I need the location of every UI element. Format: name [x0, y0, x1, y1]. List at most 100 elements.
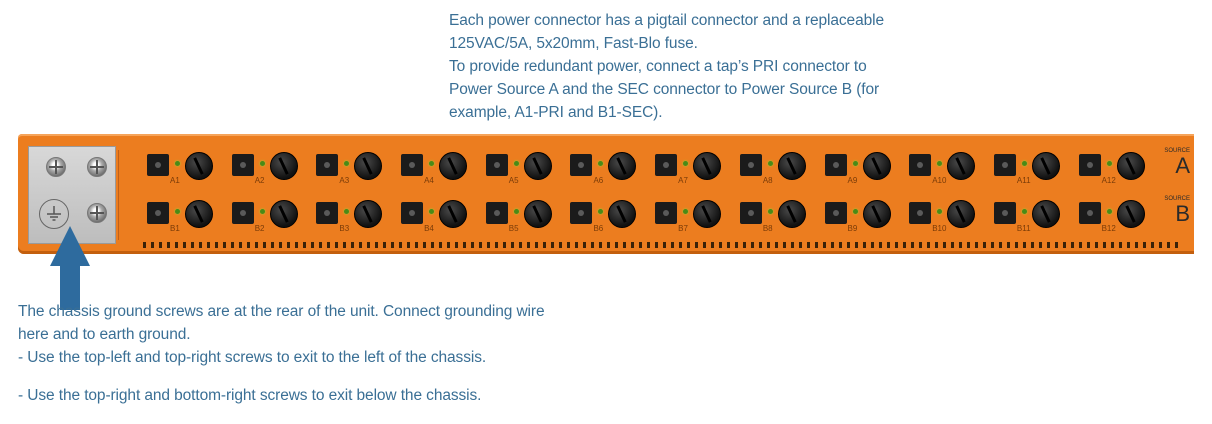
fuse-holder — [947, 152, 976, 180]
fuse-holder — [185, 200, 213, 228]
pigtail-connector — [1078, 154, 1101, 176]
status-led-icon — [852, 209, 858, 214]
power-outlet-unit: B9 — [821, 200, 906, 240]
chassis-ground-callout: The chassis ground screws are at the rea… — [18, 300, 658, 407]
ventilation-slots — [143, 242, 1183, 248]
status-led-icon — [1021, 161, 1027, 166]
port-label: B12 — [1101, 224, 1116, 233]
port-label: B9 — [847, 224, 858, 233]
plate-label-strip — [118, 150, 133, 240]
fuse-holder — [1116, 200, 1145, 228]
callout-line: here and to earth ground. — [18, 326, 191, 343]
power-outlet-unit: A11 — [990, 152, 1075, 192]
power-outlet-unit: B5 — [482, 200, 567, 240]
fuse-holder — [269, 200, 298, 228]
source-b-caption: SOURCE — [1164, 196, 1190, 202]
status-led-icon — [1021, 209, 1027, 214]
status-led-icon — [259, 161, 265, 166]
fuse-holder — [439, 200, 468, 228]
port-label: B4 — [424, 224, 434, 233]
status-led-icon — [1106, 209, 1112, 214]
port-label: B1 — [170, 224, 180, 233]
power-outlet-unit: B8 — [736, 200, 821, 240]
pigtail-connector — [316, 202, 339, 224]
power-outlet-unit: B7 — [651, 200, 736, 240]
power-outlet-unit: B3 — [312, 200, 397, 240]
fuse-holder — [862, 200, 891, 228]
fuse-holder — [693, 200, 722, 228]
port-label: A11 — [1016, 176, 1031, 185]
fuse-holder — [354, 152, 383, 180]
fuse-holder — [693, 152, 722, 180]
status-led-icon — [767, 161, 773, 166]
port-label: B7 — [678, 224, 688, 233]
status-led-icon — [852, 161, 858, 166]
ground-screw-top-right — [87, 157, 107, 177]
fuse-holder — [1116, 152, 1145, 180]
status-led-icon — [937, 161, 943, 166]
callout-line: 125VAC/5A, 5x20mm, Fast-Blo fuse. — [449, 35, 698, 52]
power-outlet-unit: A5 — [482, 152, 567, 192]
pigtail-connector — [1078, 202, 1101, 224]
source-a-caption: SOURCE — [1164, 148, 1190, 154]
port-label: B10 — [932, 224, 947, 233]
port-label: B5 — [508, 224, 519, 233]
pigtail-connector — [993, 202, 1016, 224]
pigtail-connector — [570, 154, 593, 176]
power-outlet-unit: A10 — [905, 152, 990, 192]
fuse-holder — [269, 152, 298, 180]
port-label: B3 — [339, 224, 350, 233]
power-outlet-unit: B4 — [397, 200, 482, 240]
status-led-icon — [175, 209, 180, 214]
status-led-icon — [259, 209, 265, 214]
status-led-icon — [598, 209, 604, 214]
callout-line: - Use the top-right and bottom-right scr… — [18, 387, 482, 404]
port-label: A1 — [170, 176, 180, 185]
callout-line: - Use the top-left and top-right screws … — [18, 349, 487, 366]
port-label: B2 — [254, 224, 265, 233]
power-outlet-unit: A1 — [143, 152, 228, 192]
fuse-holder — [947, 200, 976, 228]
fuse-holder — [608, 200, 637, 228]
fuse-holder — [862, 152, 891, 180]
source-a-letter: A — [1175, 153, 1190, 178]
port-label: B11 — [1016, 224, 1031, 233]
power-outlet-unit: B10 — [905, 200, 990, 240]
fuse-holder — [608, 152, 637, 180]
status-led-icon — [598, 161, 604, 166]
pigtail-connector — [993, 154, 1016, 176]
pigtail-connector — [570, 202, 593, 224]
port-label: A9 — [847, 176, 858, 185]
pigtail-connector — [824, 154, 847, 176]
pigtail-connector — [655, 202, 678, 224]
status-led-icon — [344, 161, 350, 166]
power-outlet-unit: A8 — [736, 152, 821, 192]
pigtail-connector — [401, 154, 424, 176]
power-outlet-unit: B1 — [143, 200, 228, 240]
callout-line: To provide redundant power, connect a ta… — [449, 58, 867, 75]
status-led-icon — [513, 161, 519, 166]
pigtail-connector — [147, 154, 169, 176]
status-led-icon — [1106, 161, 1112, 166]
callout-line: Each power connector has a pigtail conne… — [449, 12, 884, 29]
status-led-icon — [429, 161, 435, 166]
pigtail-connector — [909, 202, 932, 224]
status-led-icon — [683, 209, 689, 214]
ground-screw-top-left — [46, 157, 66, 177]
pigtail-connector — [824, 202, 847, 224]
pigtail-connector — [147, 202, 169, 224]
status-led-icon — [683, 161, 689, 166]
port-label: A12 — [1101, 176, 1116, 185]
status-led-icon — [429, 209, 435, 214]
status-led-icon — [513, 209, 519, 214]
source-a-label: SOURCE A — [1164, 148, 1190, 177]
power-outlet-unit: A2 — [228, 152, 313, 192]
power-outlet-unit: A6 — [566, 152, 651, 192]
pigtail-connector — [316, 154, 339, 176]
arrow-up-icon — [50, 226, 90, 310]
power-connector-callout: Each power connector has a pigtail conne… — [449, 9, 969, 124]
pigtail-connector — [231, 154, 254, 176]
source-b-label: SOURCE B — [1164, 196, 1190, 225]
